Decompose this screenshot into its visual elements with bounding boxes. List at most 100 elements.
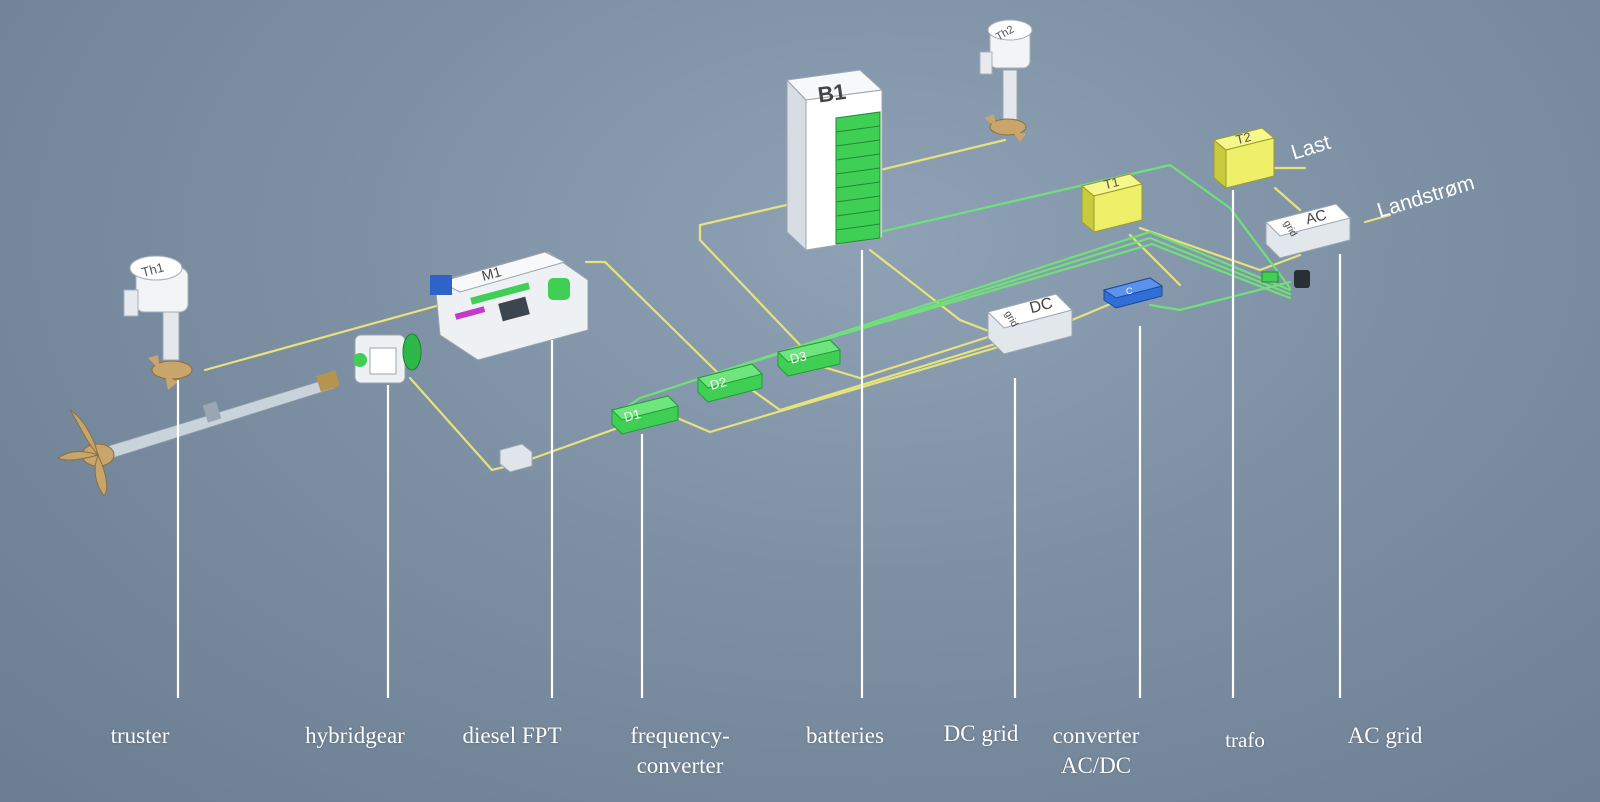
d3-top [777,339,841,363]
t1-front [1093,183,1143,233]
th2-blade-1 [984,114,996,127]
th2-blade-2 [1012,131,1026,142]
engine-green-part [548,278,570,300]
ac-grid-box: AC grid [1265,203,1351,259]
label-truster: truster [111,721,170,751]
d1-top [611,395,679,421]
label-frequency-converter: frequency- converter [630,721,730,781]
t2-front [1225,137,1275,189]
dc-bus-1 [623,230,1292,410]
pointer-lines [176,190,1342,698]
label-converter-acdc: converter AC/DC [1053,721,1140,781]
engine-green-strip [470,282,531,305]
label-trafo: trafo [1225,725,1265,755]
cable-d2-dc-1 [743,338,1010,412]
ac-cables [203,138,1392,472]
engine-blue-part [430,275,452,295]
diesel-engine-m1: M1 [430,251,589,361]
conv-tag: C [1126,286,1133,296]
propeller-blade-2 [94,453,108,497]
connector-green [1261,271,1279,283]
label-frequency-line2: converter [636,753,724,778]
frequency-converter-d3: D3 [777,339,841,377]
hybridgear-green-coupling [402,333,422,371]
d2-top [697,363,763,389]
b1-module-dividers [835,125,881,231]
hybridgear-output [353,353,367,367]
hybridgear-unit [353,333,422,384]
battery-rack-b1: B1 [785,69,884,252]
th1-blade-1 [148,355,160,370]
shore-connector [1261,270,1310,288]
frequency-converter-d1: D1 [611,395,679,435]
th1-motor-top [129,255,183,281]
d1-tag: D1 [622,406,642,425]
label-converter-line1: converter [1052,723,1140,748]
t2-tag: T2 [1234,129,1252,147]
b1-module-strip [835,111,881,245]
label-hybridgear: hybridgear [305,721,405,751]
th2-column [1002,69,1018,121]
label-batteries: batteries [806,721,884,751]
th1-column [162,309,180,361]
b1-tag: B1 [816,79,847,108]
th2-side-box [979,51,993,75]
shaft-coupling [316,370,340,392]
t1-tag: T1 [1102,174,1120,192]
cable-th2-b1 [878,138,1007,172]
label-converter-line2: AC/DC [1060,753,1132,778]
d3-tag: D3 [788,348,808,366]
label-trafo-text: trafo [1225,728,1265,752]
ac-main-tag: AC [1304,206,1329,228]
converter-acdc-box: C [1102,277,1164,309]
cable-th1-motor [203,303,442,372]
cable-m1-d2 [584,260,722,377]
dc-bus-conv [1148,280,1292,312]
propeller-blade-1 [69,409,99,456]
m1-tag: M1 [480,263,503,284]
label-dc-grid-text: DC grid [943,721,1019,746]
label-diesel: diesel FPT [462,721,561,751]
frequency-converter-d2: D2 [697,363,763,403]
engine-magenta-part [454,306,486,320]
shaft-bearing [202,401,222,423]
hybridgear-front [369,347,397,375]
dc-main-tag: DC [1028,295,1055,317]
th1-tag: Th1 [140,260,166,280]
trafo-t1: T1 [1080,173,1144,234]
junction-box [499,443,533,473]
d2-tag: D2 [708,374,728,393]
cable-b1-d3 [698,198,810,347]
conv-top [1102,277,1164,299]
label-ac-grid-text: AC grid [1347,723,1423,748]
engine-dark-part [498,296,530,322]
label-ac-grid: AC grid [1348,721,1423,751]
cable-t1-ac [1138,226,1302,272]
engine-top [438,251,567,293]
cable-conv-t1 [1128,233,1182,287]
propeller-shaft [94,370,340,463]
junction-box-body [499,443,533,473]
label-batteries-text: batteries [806,723,884,748]
label-hybridgear-text: hybridgear [305,723,405,748]
label-diesel-text: diesel FPT [462,723,562,748]
dc-bus-b1 [878,163,1292,290]
main-propeller [57,409,115,497]
connector-dark [1294,270,1310,288]
label-dc-grid: DC grid [944,719,1019,749]
trafo-t2: T2 [1212,127,1276,190]
propeller-blade-3 [57,451,100,461]
thruster-th1: Th1 [123,255,193,390]
thruster-th2: Th2 [979,19,1033,142]
b1-side [786,78,807,252]
th1-blade-2 [165,375,178,390]
ac-top [1265,203,1351,237]
th2-motor-top [987,19,1033,41]
label-truster-text: truster [110,723,170,748]
dc-top [987,293,1073,329]
cable-ac-landstrom [1363,213,1392,224]
cable-t2-ac [1273,186,1302,212]
th1-side-box [123,289,139,317]
